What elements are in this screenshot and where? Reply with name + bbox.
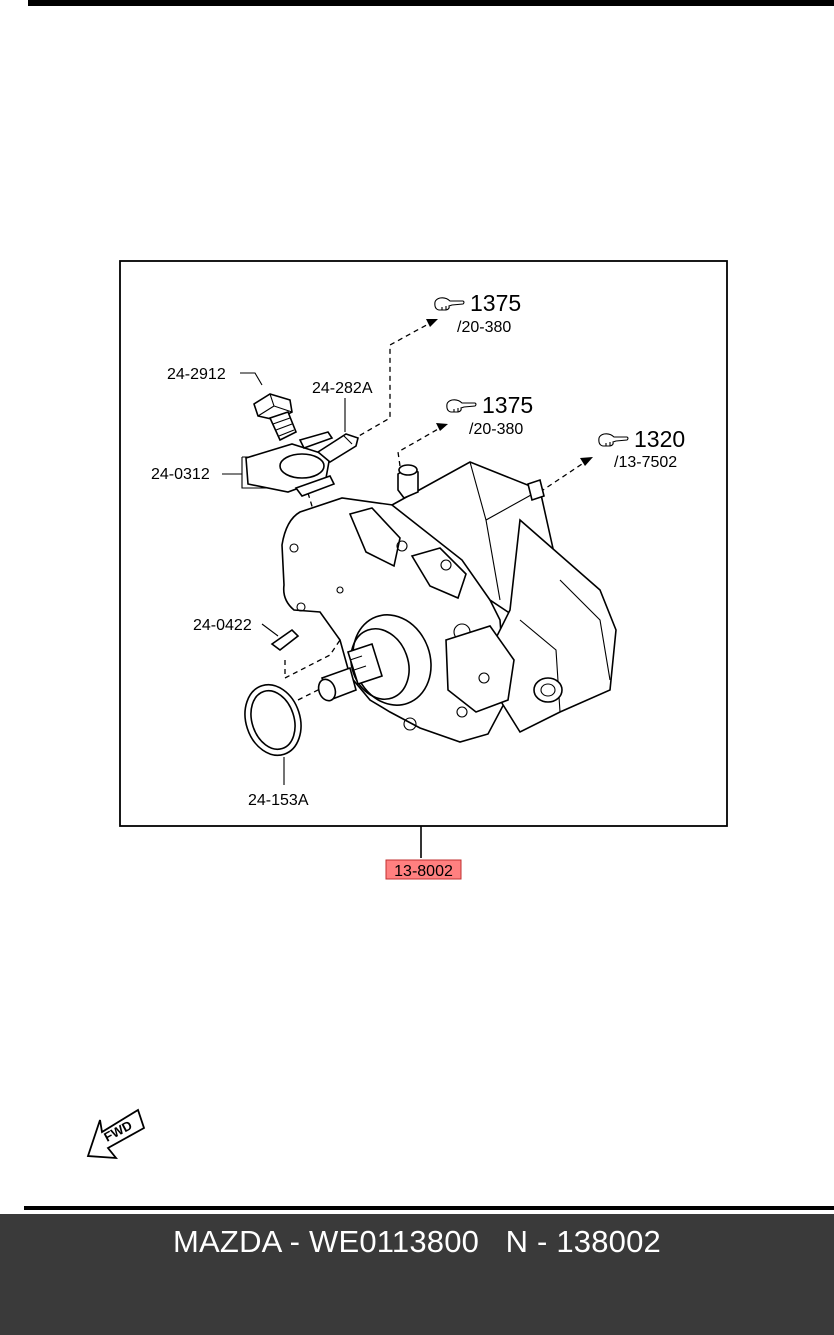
- callout-number: 1375: [470, 290, 521, 316]
- part-label-bracket[interactable]: 24-0312: [151, 466, 210, 483]
- part-label-bolt[interactable]: 24-2912: [167, 366, 226, 383]
- hand-pointer-icon: [446, 399, 477, 413]
- callout-1320[interactable]: 1320 /13-7502: [598, 426, 685, 471]
- o-ring-part: [244, 683, 302, 757]
- bolt-part: [253, 393, 298, 442]
- part-label-o-ring[interactable]: 24-153A: [248, 792, 309, 809]
- sensor-part: [245, 431, 359, 497]
- footer-separator: -: [280, 1224, 309, 1259]
- callout-sub: /13-7502: [614, 454, 677, 471]
- footer-separator-2: -: [528, 1224, 557, 1259]
- callout-sub: /20-380: [457, 319, 511, 336]
- pump-assembly: [281, 461, 617, 743]
- assembly-label-highlight[interactable]: [385, 859, 462, 880]
- parts-diagram: 13-8002 1375 /20-380 1375 /20-380 1320 /…: [86, 260, 728, 1160]
- part-label-key[interactable]: 24-0422: [193, 617, 252, 634]
- footer-bar: MAZDA - WE0113800 N - 138002: [0, 1214, 834, 1335]
- hand-pointer-icon: [434, 297, 465, 311]
- footer-gap: [479, 1224, 505, 1259]
- fwd-arrow-icon: FWD: [86, 1108, 146, 1160]
- footer-part-number: WE0113800: [308, 1224, 480, 1259]
- assembly-label[interactable]: 13-8002: [394, 863, 453, 880]
- top-rule: [28, 0, 834, 6]
- key-part: [270, 628, 300, 652]
- callout-number: 1375: [482, 392, 533, 418]
- callout-sub: /20-380: [469, 421, 523, 438]
- callout-1375-a[interactable]: 1375 /20-380: [434, 290, 521, 336]
- diagram-frame: [119, 260, 728, 827]
- footer-brand: MAZDA: [173, 1224, 281, 1259]
- callout-1375-b[interactable]: 1375 /20-380: [446, 392, 533, 438]
- footer-catalog-number: 138002: [556, 1224, 661, 1259]
- footer-text: MAZDA - WE0113800 N - 138002: [0, 1224, 834, 1260]
- part-label-sensor[interactable]: 24-282A: [312, 380, 373, 397]
- callout-number: 1320: [634, 426, 685, 452]
- footer-prefix: N: [505, 1224, 529, 1259]
- bottom-rule: [24, 1206, 834, 1210]
- hand-pointer-icon: [598, 433, 629, 447]
